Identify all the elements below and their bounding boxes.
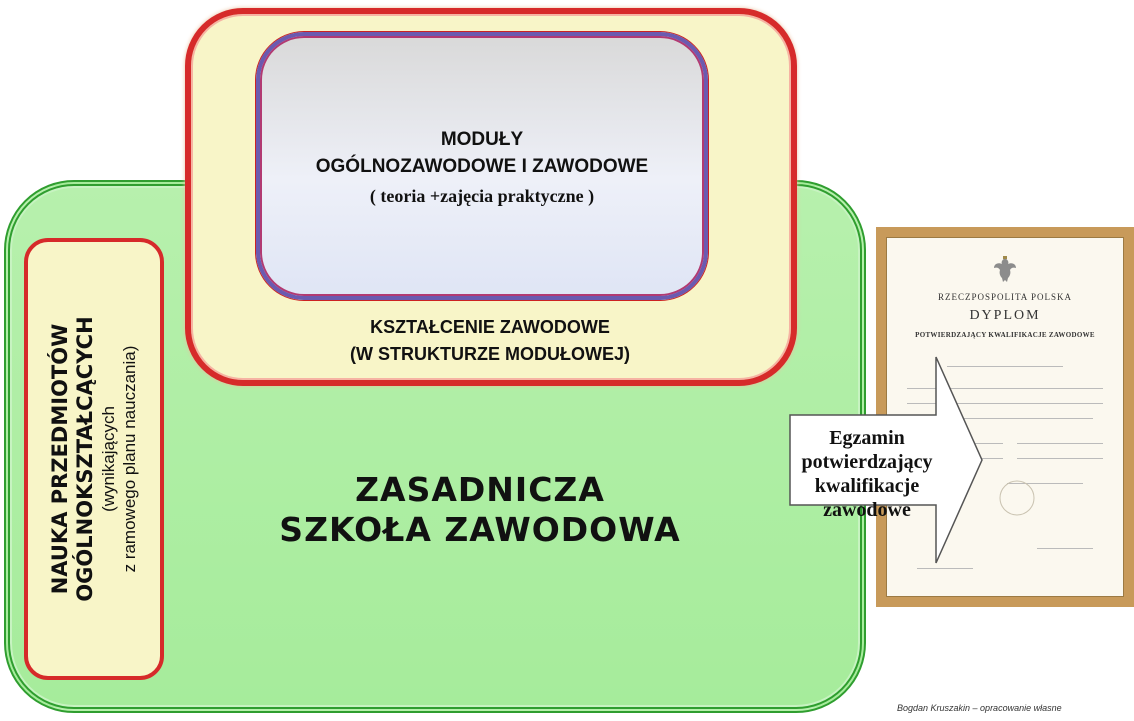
diploma-line (1007, 483, 1083, 484)
author-credit: Bogdan Kruszakin – opracowanie własne (897, 703, 1062, 713)
vocational-title: KSZTAŁCENIE ZAWODOWE (W STRUKTURZE MODUŁ… (300, 314, 680, 368)
exam-label: Egzamin potwierdzający kwalifikacje zawo… (794, 426, 940, 522)
exam-label-line2: potwierdzający (801, 451, 933, 473)
diploma-subtitle: POTWIERDZAJĄCY KWALIFIKACJE ZAWODOWE (915, 331, 1095, 339)
diploma-line (1017, 458, 1103, 459)
school-title-line1: ZASADNICZA (355, 470, 605, 509)
general-title-line2: OGÓLNOKSZTAŁCĄCYCH (73, 316, 97, 602)
general-education-text: NAUKA PRZEDMIOTÓW OGÓLNOKSZTAŁCĄCYCH (wy… (48, 249, 140, 669)
exam-label-line4: zawodowe (823, 499, 911, 521)
diploma-line (1017, 443, 1103, 444)
seal-icon (999, 480, 1035, 516)
school-title: ZASADNICZA SZKOŁA ZAWODOWA (230, 470, 730, 550)
exam-arrow (789, 356, 983, 564)
modules-title-line1: MODUŁY (440, 129, 524, 150)
vocational-title-line1: KSZTAŁCENIE ZAWODOWE (370, 317, 610, 337)
general-sub-line2: z ramowego planu nauczania) (120, 345, 139, 573)
diploma-line (947, 366, 1063, 367)
general-sub-line1: (wynikających (99, 406, 118, 512)
general-education-title: NAUKA PRZEDMIOTÓW OGÓLNOKSZTAŁCĄCYCH (48, 249, 98, 669)
modules-box (256, 32, 708, 300)
diploma-line (917, 568, 973, 569)
diploma-line (917, 418, 1093, 419)
vocational-title-line2: (W STRUKTURZE MODUŁOWEJ) (350, 344, 630, 364)
diploma-line (907, 388, 1103, 389)
general-education-box (24, 238, 164, 680)
modules-subtitle: ( teoria +zajęcia praktyczne ) (369, 186, 595, 206)
modules-title: MODUŁY OGÓLNOZAWODOWE I ZAWODOWE (260, 126, 704, 180)
eagle-emblem-icon (994, 256, 1016, 282)
exam-label-line1: Egzamin (829, 427, 905, 449)
diploma-title: DYPLOM (969, 308, 1041, 323)
exam-label-line3: kwalifikacje (814, 475, 920, 497)
diploma-country: RZECZPOSPOLITA POLSKA (937, 292, 1073, 302)
modules-title-line2: OGÓLNOZAWODOWE I ZAWODOWE (315, 156, 649, 177)
diploma-line (907, 403, 1103, 404)
general-education-subtitle: (wynikających z ramowego planu nauczania… (98, 249, 140, 669)
diploma-image: RZECZPOSPOLITA POLSKA DYPLOM POTWIERDZAJ… (876, 227, 1134, 607)
school-title-line2: SZKOŁA ZAWODOWA (279, 510, 681, 549)
diploma-line (1037, 548, 1093, 549)
general-title-line1: NAUKA PRZEDMIOTÓW (48, 323, 72, 595)
